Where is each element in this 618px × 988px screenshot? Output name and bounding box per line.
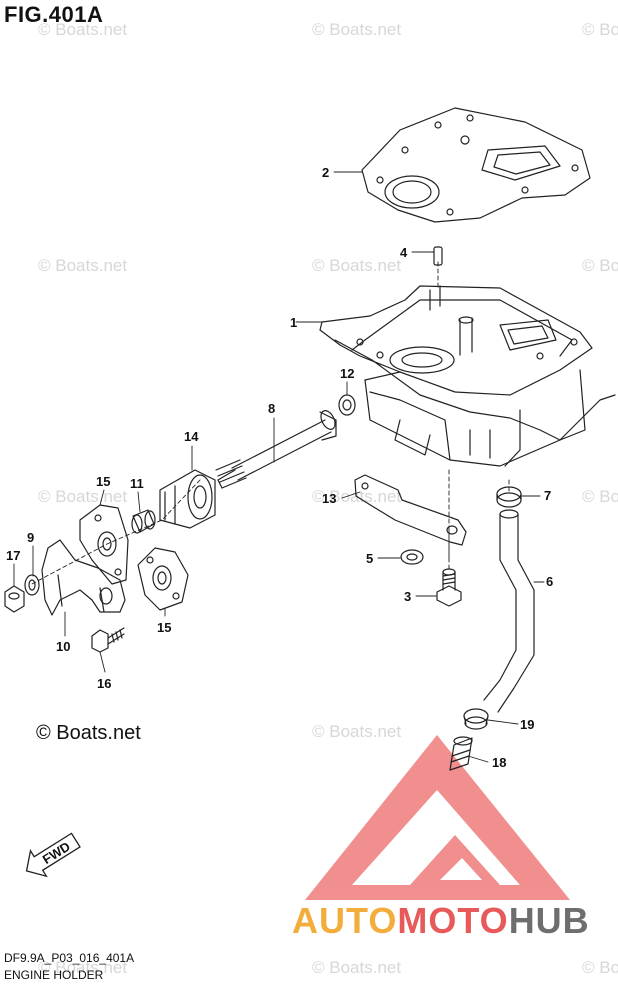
callout-16: 16 bbox=[97, 676, 111, 691]
washer-part-12 bbox=[338, 394, 356, 416]
figure-name: ENGINE HOLDER bbox=[4, 968, 104, 982]
figure-code: DF9.9A_P03_016_401A bbox=[4, 951, 135, 965]
copyright-notice: © Boats.net bbox=[36, 722, 141, 744]
callout-labels: 1 2 3 4 5 6 7 8 9 10 11 12 13 14 15 15 1… bbox=[6, 165, 553, 770]
bolt-part-8 bbox=[215, 410, 337, 489]
callout-8: 8 bbox=[268, 401, 275, 416]
engine-holder-part-1 bbox=[319, 285, 616, 467]
callout-19: 19 bbox=[520, 717, 534, 732]
fwd-direction-arrow: FWD bbox=[25, 832, 81, 878]
bracket-plate-part-13 bbox=[354, 474, 467, 546]
callout-18: 18 bbox=[492, 755, 506, 770]
brand-part-moto: MOTO bbox=[397, 900, 509, 941]
brand-part-auto: AUTO bbox=[292, 900, 398, 941]
washer-part-9 bbox=[24, 574, 40, 596]
callout-9: 9 bbox=[27, 530, 34, 545]
leader-lines bbox=[13, 171, 545, 763]
callout-5: 5 bbox=[366, 551, 373, 566]
callout-15-lower: 15 bbox=[157, 620, 171, 635]
watermark: © Boats.net bbox=[312, 958, 402, 977]
bracket-part-10 bbox=[41, 539, 126, 616]
callout-15-upper: 15 bbox=[96, 474, 110, 489]
watermark: © Boats.net bbox=[312, 722, 402, 741]
watermark: © Boats.net bbox=[312, 256, 402, 275]
gasket-part-2 bbox=[361, 107, 591, 223]
callout-11: 11 bbox=[130, 476, 144, 491]
brand-logo-graphic bbox=[305, 735, 570, 900]
callout-4: 4 bbox=[400, 245, 408, 260]
washer-part-5 bbox=[400, 549, 424, 565]
clip-part-19 bbox=[463, 708, 489, 730]
callout-1: 1 bbox=[290, 315, 297, 330]
callout-17: 17 bbox=[6, 548, 20, 563]
nut-part-17 bbox=[4, 585, 25, 613]
watermark: © Boats.net bbox=[38, 256, 128, 275]
mount-rubber-part-14 bbox=[159, 469, 216, 529]
figure-title: FIG.401A bbox=[4, 2, 104, 27]
callout-12: 12 bbox=[340, 366, 354, 381]
watermark: © Boats.net bbox=[38, 487, 128, 506]
brand-part-hub: HUB bbox=[508, 900, 590, 941]
callout-10: 10 bbox=[56, 639, 70, 654]
callout-3: 3 bbox=[404, 589, 411, 604]
watermark: © Boats.net bbox=[582, 20, 618, 39]
watermark: © Boats.net bbox=[38, 20, 128, 39]
callout-13: 13 bbox=[322, 491, 336, 506]
collar-part-11 bbox=[131, 509, 156, 534]
watermark: © Boats.net bbox=[38, 958, 128, 977]
callout-2: 2 bbox=[322, 165, 329, 180]
watermark: © Boats.net bbox=[582, 487, 618, 506]
bolt-part-16 bbox=[91, 627, 125, 653]
plate-part-15-lower bbox=[137, 547, 189, 611]
callout-14: 14 bbox=[184, 429, 199, 444]
alignment-lines bbox=[29, 261, 510, 586]
plate-part-15-upper bbox=[79, 504, 129, 585]
callout-7: 7 bbox=[544, 488, 551, 503]
watermark: © Boats.net bbox=[312, 20, 402, 39]
watermark: © Boats.net bbox=[582, 256, 618, 275]
hose-part-6 bbox=[483, 509, 535, 713]
callout-6: 6 bbox=[546, 574, 553, 589]
fitting-part-18 bbox=[449, 736, 473, 771]
bolt-part-3 bbox=[436, 568, 462, 607]
fwd-label: FWD bbox=[40, 839, 73, 867]
brand-wordmark: AUTOMOTOHUB bbox=[292, 900, 590, 942]
watermark: © Boats.net bbox=[582, 958, 618, 977]
